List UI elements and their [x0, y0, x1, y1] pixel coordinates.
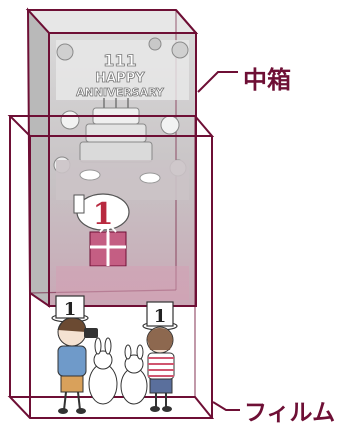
banner-number: 111	[103, 51, 136, 70]
leader-film	[212, 401, 240, 411]
hat-number-left: 1	[64, 299, 77, 320]
rabbits	[88, 337, 148, 405]
film-wrap	[7, 115, 215, 419]
box-artwork: 111 HAPPY ANNIVERSARY	[53, 37, 189, 300]
gift-box	[89, 226, 127, 267]
leader-lines	[197, 71, 240, 411]
badge-number: 1	[93, 197, 114, 232]
film-label: フィルム	[244, 400, 336, 426]
inner-box-label: 中箱	[243, 66, 291, 94]
banner-line2: ANNIVERSARY	[76, 86, 165, 99]
leader-inner-box	[197, 71, 238, 93]
figure-girl: 1	[142, 301, 178, 412]
hat-number-right: 1	[154, 306, 167, 327]
figure-child-camera: 1	[51, 295, 98, 414]
banner-line1: HAPPY	[95, 71, 145, 86]
badge: 1	[73, 193, 130, 232]
